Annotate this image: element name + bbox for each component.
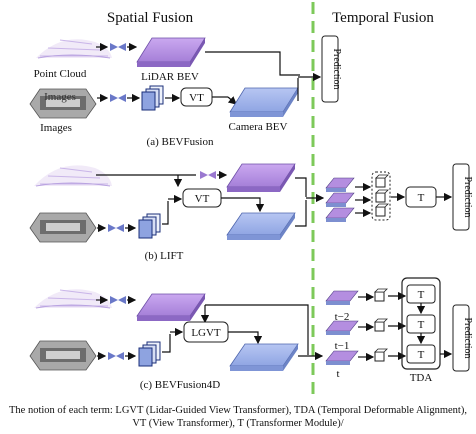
vt-label-a: VT [189,92,204,104]
camera-bev-slab [229,87,299,117]
camera-image-b [29,212,97,243]
caption-c: (c) BEVFusion4D [140,379,220,391]
cube-icon [374,288,388,362]
image-feature-stack-b [138,213,161,239]
prediction-label-c: Prediction [462,317,473,358]
camera-bev-slab-c [229,343,299,371]
prediction-label-a: Prediction [331,48,342,89]
camera-bev-label: Camera BEV [229,121,288,133]
camera-image-c [29,340,97,371]
point-cloud-image-b [34,165,112,187]
vt-label-b: VT [195,193,210,205]
architecture-diagram: Spatial Fusion Temporal Fusion Point Clo… [29,2,473,398]
t-minus-1-label: t−1 [335,340,350,352]
transformer-module-c3 [406,344,436,364]
t-module-label-3: T [418,349,425,361]
bowtie-icon [110,43,126,51]
tda-label: TDA [410,372,433,384]
images-overlay-label: Images [44,91,76,103]
prediction-label-b: Prediction [462,176,473,217]
camera-bev-slab-b [226,212,296,240]
lidar-bev-label: LiDAR BEV [141,71,199,83]
lidar-bev-slab-c [136,293,206,321]
prediction-box-b [452,163,470,231]
bowtie-icon [108,352,124,360]
cube-icon [375,174,389,217]
lidar-bev-slab [136,37,206,67]
bowtie-icon [110,94,126,102]
prediction-box-c [452,304,470,372]
t-label: t [336,368,339,380]
t-label-b: T [418,192,425,204]
bowtie-icon [110,296,126,304]
lidar-bev-slab-b [226,163,296,192]
temporal-bev-stack [325,177,355,222]
temporal-slab-t [325,350,359,365]
panel-b-lift: VT T [29,163,473,262]
panel-c-bevfusion4d: LGVT t−2 t−1 t [29,277,473,391]
spatial-fusion-header: Spatial Fusion [107,10,194,26]
temporal-slab-t-minus-1 [325,320,359,335]
image-feature-stack [141,85,164,111]
bowtie-icon [200,171,216,179]
tda-module [401,277,441,370]
t-module-label-2: T [418,319,425,331]
bowtie-icon [108,224,124,232]
t-module-label-1: T [418,289,425,301]
camera-image-a [29,88,97,119]
caption-b: (b) LIFT [145,250,184,262]
image-feature-stack-c [138,341,161,367]
aligned-feature-group [371,171,391,221]
prediction-box-a [321,35,339,103]
point-cloud-image-a [36,39,112,59]
footer-caption: The notion of each term: LGVT (Lidar-Gui… [9,405,467,429]
point-cloud-image-c [34,289,112,309]
temporal-fusion-header: Temporal Fusion [332,10,434,26]
images-label: Images [40,122,72,134]
point-cloud-label: Point Cloud [34,68,87,80]
lgvt-label: LGVT [191,327,221,339]
panel-a-bevfusion: Point Cloud LiDAR BEV Images Images [29,35,342,148]
temporal-slab-t-minus-2 [325,290,359,305]
caption-a: (a) BEVFusion [147,136,214,148]
t-minus-2-label: t−2 [335,311,350,323]
